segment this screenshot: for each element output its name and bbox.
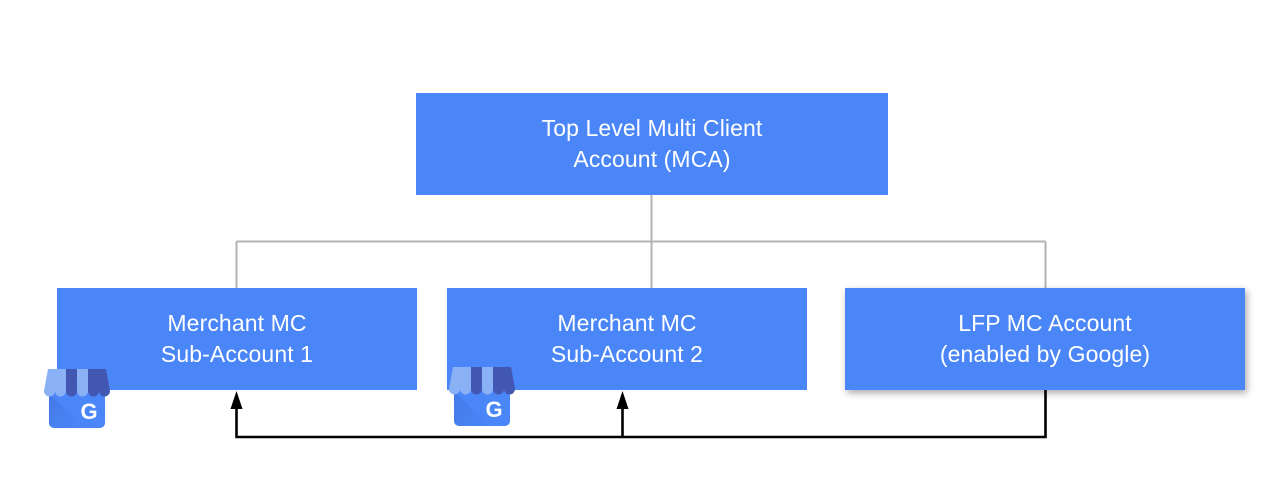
google-my-business-icon: G [449, 367, 515, 426]
svg-text:G: G [80, 399, 97, 424]
node-merchant-mc-sub-account-2[interactable]: Merchant MC Sub-Account 2 [447, 288, 807, 390]
arrowhead-sub1 [230, 391, 243, 409]
node-top-level-mca[interactable]: Top Level Multi Client Account (MCA) [416, 93, 888, 195]
arrow-path-lfp-to-subs [235, 390, 1047, 439]
svg-text:G: G [485, 397, 502, 422]
node-merchant-mc-sub-account-1[interactable]: Merchant MC Sub-Account 1 [57, 288, 417, 390]
google-my-business-icon: G [44, 369, 110, 428]
arrowhead-sub2 [616, 391, 629, 409]
node-lfp-mc-account[interactable]: LFP MC Account (enabled by Google) [845, 288, 1245, 390]
